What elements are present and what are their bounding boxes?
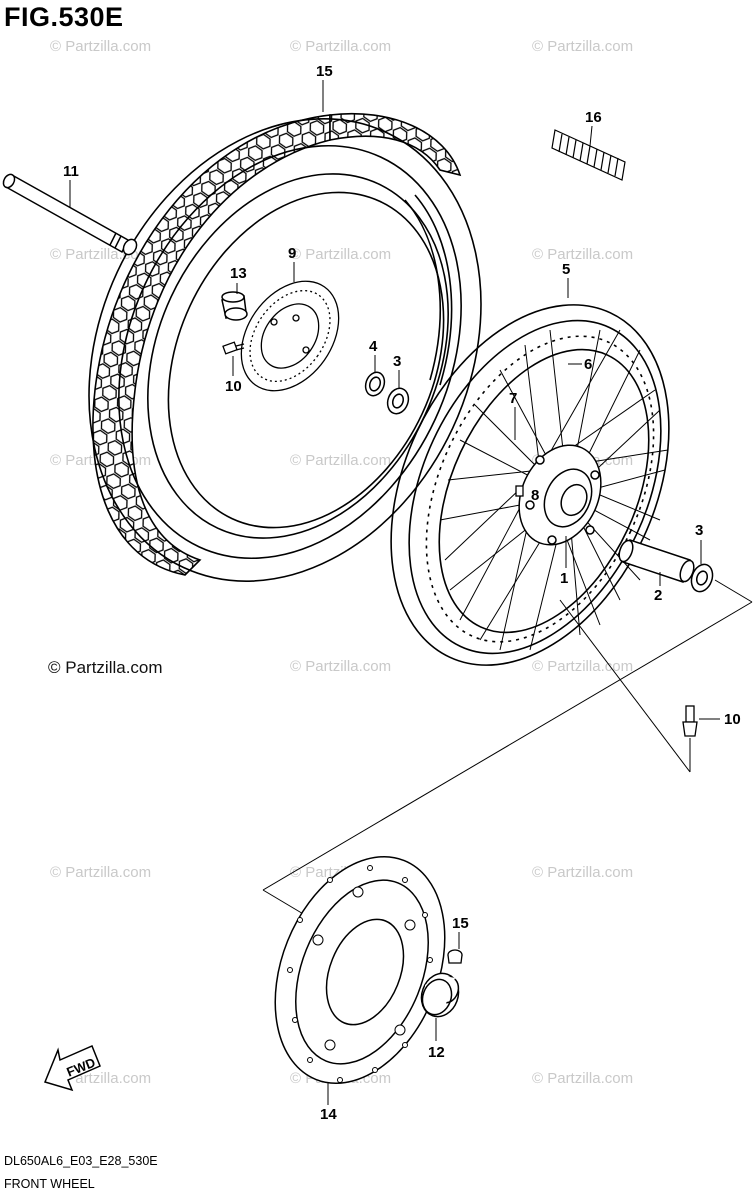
- oil-seal: [364, 371, 386, 397]
- watermark: © Partzilla.com: [290, 658, 392, 675]
- wheel-rim: [390, 304, 670, 666]
- tire-valve: [682, 705, 698, 737]
- model-code: DL650AL6_E03_E28_530E: [4, 1154, 158, 1168]
- diagram-name: FRONT WHEEL: [4, 1177, 95, 1191]
- callout-13: 12: [428, 1044, 445, 1061]
- wheel-hub: [518, 444, 602, 546]
- front-axle: [2, 173, 138, 256]
- callout-1: 1: [560, 570, 568, 587]
- watermark: © Partzilla.com: [532, 246, 634, 263]
- nipple-valve: [515, 485, 524, 497]
- rotor-bolt: [222, 341, 245, 355]
- spacer: [221, 291, 248, 321]
- callout-11: 10: [724, 711, 741, 728]
- watermark: © Partzilla.com: [50, 38, 152, 55]
- callout-3: 3: [393, 353, 401, 370]
- brake-disc: [274, 856, 446, 1084]
- callout-9: 9: [288, 245, 296, 262]
- fwd-arrow-icon: [43, 1045, 101, 1092]
- assembly-leader-lines: [262, 579, 753, 916]
- callout-7: 7: [509, 390, 517, 407]
- watermark: © Partzilla.com: [532, 658, 634, 675]
- watermark: © Partzilla.com: [290, 38, 392, 55]
- callout-5: 5: [562, 261, 570, 278]
- watermark: © Partzilla.com: [532, 1070, 634, 1087]
- wheel-bearing: [386, 387, 410, 415]
- callout-2: 2: [654, 587, 662, 604]
- watermark: © Partzilla.com: [290, 452, 392, 469]
- callout-3-right: 3: [695, 522, 703, 539]
- callout-4: 4: [369, 338, 378, 355]
- balancer-weight: [551, 129, 626, 181]
- callout-17: 15: [316, 63, 333, 80]
- callout-6: 6: [584, 356, 592, 373]
- callout-16: 15: [452, 915, 469, 932]
- disc-spacer: [420, 972, 460, 1018]
- sensor-rotor: [240, 280, 340, 392]
- callout-10: 10: [225, 378, 242, 395]
- callout-12: 11: [63, 163, 79, 180]
- callout-8: 8: [531, 487, 539, 504]
- watermark: © Partzilla.com: [532, 38, 634, 55]
- callout-15: 14: [320, 1106, 337, 1123]
- copyright-notice: © Partzilla.com: [48, 658, 163, 677]
- watermark: © Partzilla.com: [50, 864, 152, 881]
- figure-title: FIG.530E: [4, 2, 124, 32]
- wheel-bearing-right: [690, 563, 714, 593]
- disc-bolt: [447, 949, 463, 964]
- watermark: © Partzilla.com: [290, 246, 392, 263]
- callout-18: 16: [585, 109, 602, 126]
- callout-14: 13: [230, 265, 247, 282]
- watermark: © Partzilla.com: [532, 864, 634, 881]
- disc-holes: [287, 865, 433, 1083]
- axle-spacer: [618, 539, 695, 583]
